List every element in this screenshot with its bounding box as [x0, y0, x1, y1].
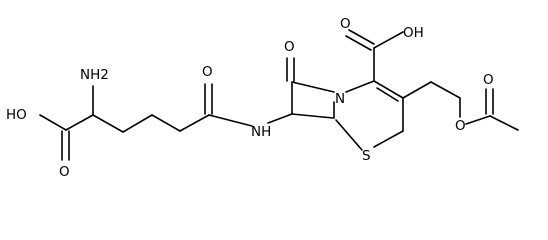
bond: [348, 29, 375, 45]
bond: [122, 114, 153, 133]
lactam-oxygen-label: O: [284, 39, 295, 55]
carbonyl-oxygen-label-left: O: [59, 164, 70, 180]
bond: [335, 119, 363, 151]
ring-nitrogen-label: N: [335, 91, 345, 107]
bond: [291, 81, 335, 93]
bond: [92, 114, 124, 133]
bond: [39, 114, 67, 131]
ester-oxygen-label: O: [455, 118, 466, 134]
chemical-structure-diagram: NH2 HO O O NH O N S O OH O O: [6, 16, 519, 180]
bond: [402, 81, 432, 99]
amide-oxygen-label: O: [202, 64, 213, 80]
acetyl-oxygen-label: O: [483, 72, 494, 88]
bond: [208, 114, 253, 127]
ring-sulfur-label: S: [362, 148, 371, 164]
bond: [345, 80, 375, 93]
bond: [465, 115, 491, 125]
bond: [267, 113, 293, 124]
bond: [430, 81, 461, 99]
bond: [151, 114, 181, 132]
hydroxyl-label-left: HO: [6, 107, 27, 123]
bond: [179, 114, 210, 132]
bond: [373, 80, 404, 99]
structure-canvas: NH2 HO O O NH O N S O OH O O: [6, 16, 519, 180]
bond: [373, 31, 404, 49]
bond: [489, 115, 519, 131]
bond: [373, 130, 404, 148]
nh2-label: NH2: [80, 67, 109, 83]
acid-carbonyl-oxygen-label: O: [340, 16, 351, 32]
bond: [65, 114, 94, 131]
bond: [291, 113, 334, 119]
bond: [376, 87, 399, 102]
acid-hydroxyl-label: OH: [403, 25, 424, 41]
amide-nh-label: NH: [251, 124, 271, 140]
bond: [345, 35, 372, 51]
